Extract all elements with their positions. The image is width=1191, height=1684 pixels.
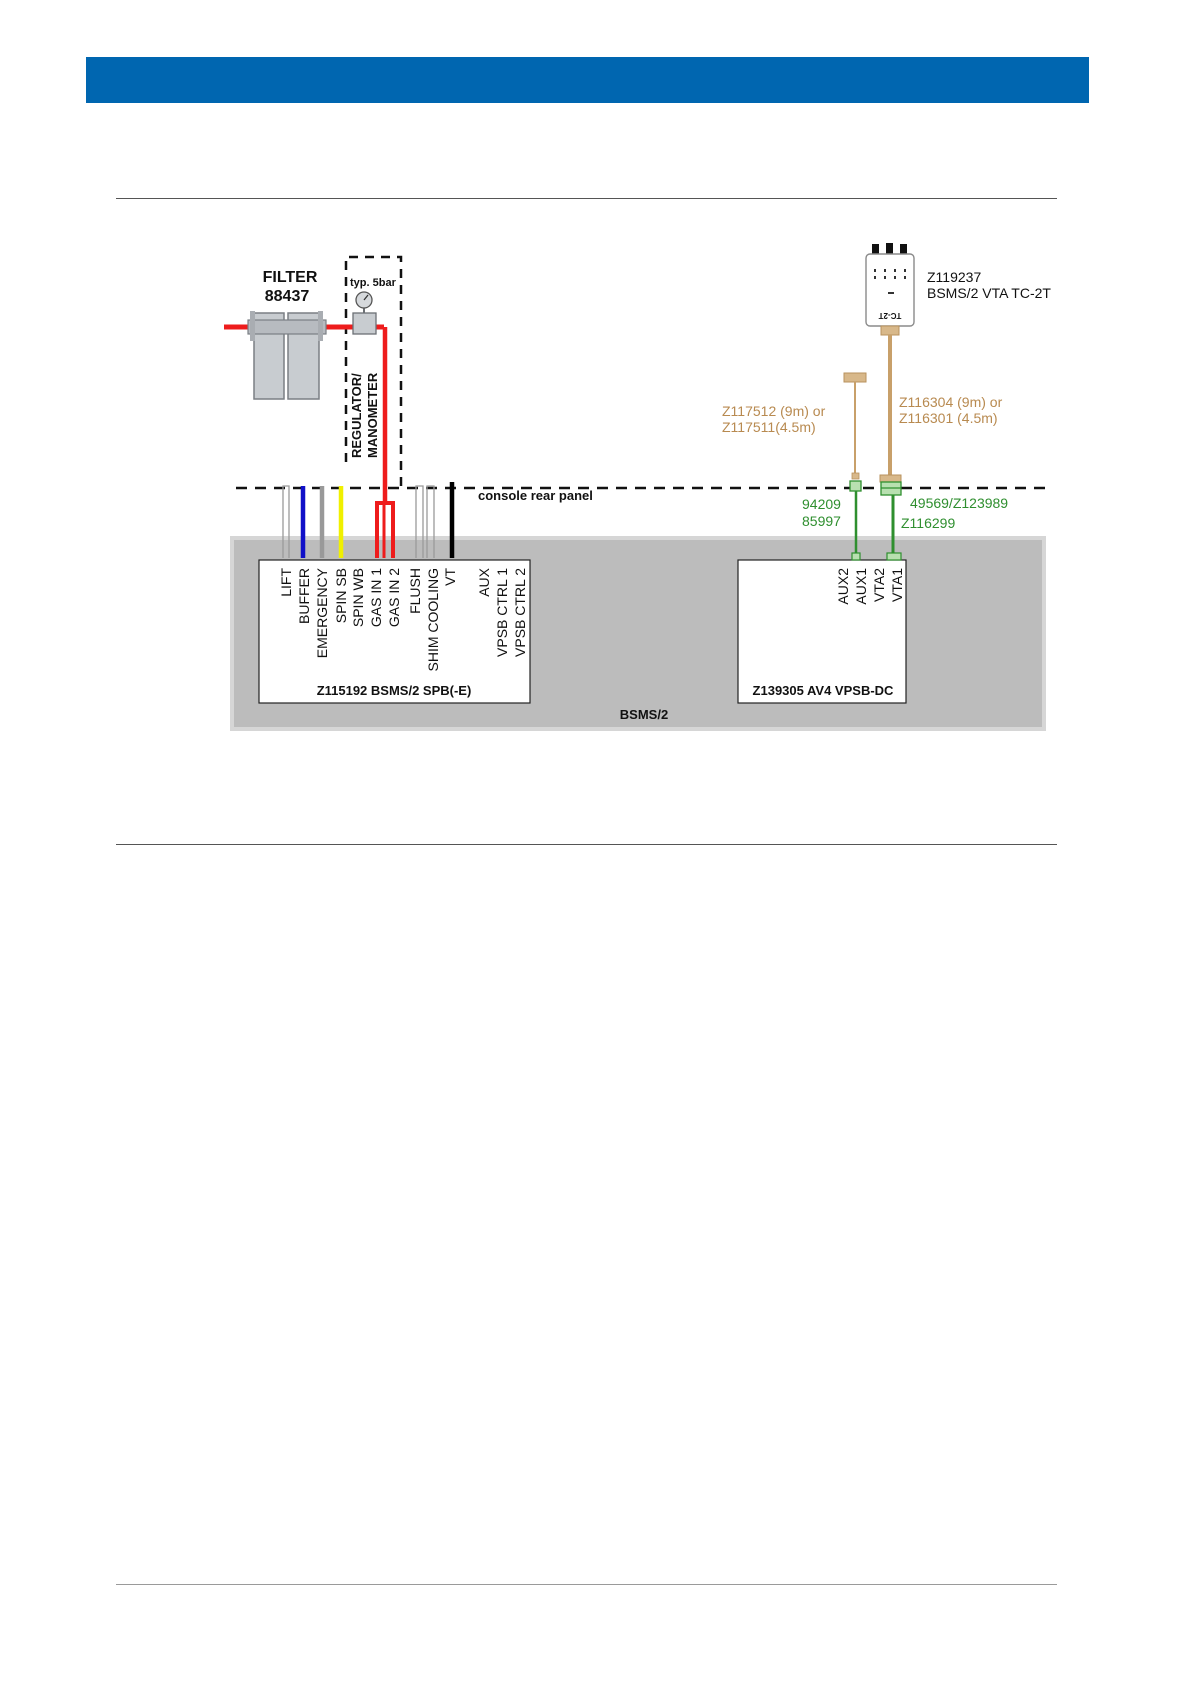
regulator-dashed-box — [344, 255, 403, 488]
spb-board — [258, 559, 531, 704]
sensor-device-label: TC-2T — [879, 311, 902, 320]
sensor-connector — [880, 325, 900, 336]
regulator-label-line2: MANOMETER — [365, 372, 380, 458]
adapter-aux-line1: 94209 — [802, 496, 841, 512]
aux-cable-connector — [851, 472, 860, 480]
top-rule — [116, 198, 1057, 199]
adapter-vta-line1: 49569/Z123989 — [910, 495, 1008, 511]
vta-cable-connector — [879, 474, 902, 483]
regulator-pressure-label: typ. 5bar — [350, 277, 397, 289]
enclosure-label: BSMS/2 — [620, 707, 668, 722]
cable-aux-line1: Z117512 (9m) or — [722, 403, 826, 419]
cable-vta-line2: Z116301 (4.5m) — [899, 410, 998, 426]
adapter-aux-line2: 85997 — [802, 513, 841, 529]
vta-port-connector — [886, 552, 902, 561]
flush-line — [415, 485, 424, 558]
middle-rule — [116, 844, 1057, 845]
manometer-gauge-icon — [355, 291, 373, 309]
port-label-aux2: AUX2 — [835, 568, 851, 605]
port-label-spin-wb: SPIN WB — [350, 568, 366, 627]
sensor-name: BSMS/2 VTA TC-2T — [927, 285, 1051, 301]
tc2t-sensor — [865, 243, 915, 327]
port-label-vt: VT — [442, 568, 458, 586]
port-label-gas-in-2: GAS IN 2 — [386, 568, 402, 627]
aux-port-connector — [851, 552, 861, 561]
vpsb-board — [737, 559, 907, 704]
filter-part: 88437 — [265, 288, 310, 305]
spb-port-labels: LIFT BUFFER EMERGENCY SPIN SB SPIN WB GA… — [278, 567, 528, 671]
sensor-part: Z119237 — [927, 269, 981, 285]
shim-cooling-line — [426, 485, 435, 558]
aux-cable-end-connector — [843, 372, 867, 383]
port-label-shim-cooling: SHIM COOLING — [425, 568, 441, 671]
port-label-vta1: VTA1 — [889, 568, 905, 602]
vpsb-port-labels: AUX2 AUX1 VTA2 VTA1 — [835, 568, 905, 605]
port-label-spin-sb: SPIN SB — [333, 568, 349, 623]
cable-aux-line2: Z117511(4.5m) — [722, 419, 816, 435]
port-label-aux: AUX — [476, 567, 492, 596]
header-bar — [86, 57, 1089, 103]
port-label-vta2: VTA2 — [871, 568, 887, 602]
port-label-emergency: EMERGENCY — [314, 567, 330, 658]
regulator-icon — [352, 305, 377, 335]
port-label-buffer: BUFFER — [296, 568, 312, 624]
spb-board-title: Z115192 BSMS/2 SPB(-E) — [317, 683, 472, 698]
filter-title: FILTER — [263, 269, 318, 286]
port-label-gas-in-1: GAS IN 1 — [368, 568, 384, 627]
aux-adapter — [849, 480, 862, 492]
regulator-label-line1: REGULATOR/ — [349, 373, 364, 458]
adapter-vta-line2: Z116299 — [901, 515, 955, 531]
port-label-vpsb-ctrl-1: VPSB CTRL 1 — [494, 568, 510, 657]
spb-lines — [282, 482, 455, 558]
port-label-lift: LIFT — [278, 568, 294, 597]
lift-line — [282, 485, 290, 558]
cable-vta-line1: Z116304 (9m) or — [899, 394, 1003, 410]
filter-unit — [247, 311, 327, 400]
port-label-vpsb-ctrl-2: VPSB CTRL 2 — [512, 568, 528, 657]
port-label-aux1: AUX1 — [853, 568, 869, 605]
footer-rule — [116, 1584, 1057, 1585]
vpsb-board-title: Z139305 AV4 VPSB-DC — [753, 683, 895, 698]
port-label-flush: FLUSH — [407, 568, 423, 614]
console-rear-panel-label: console rear panel — [478, 488, 593, 503]
